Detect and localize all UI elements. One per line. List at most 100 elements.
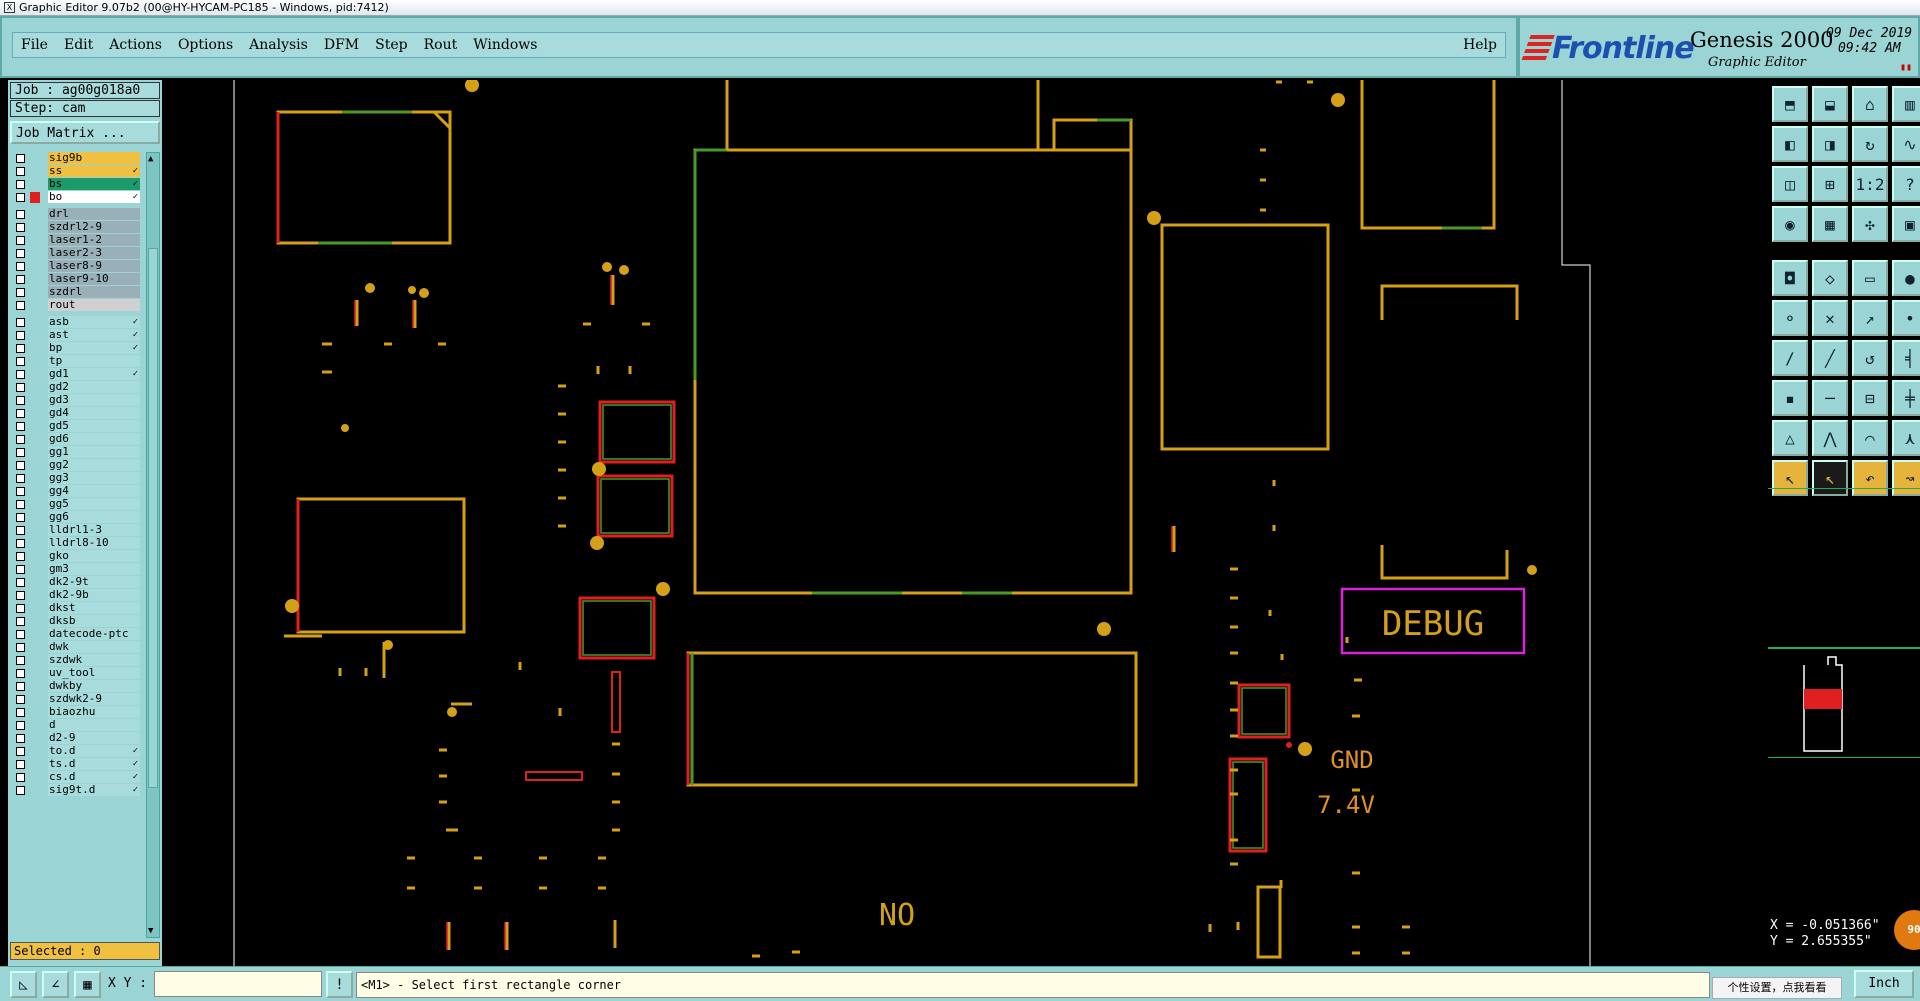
cross-icon[interactable]: ✕ <box>1812 300 1848 336</box>
layer-row[interactable]: bo✓ <box>10 191 144 204</box>
layer-row[interactable]: szdwk2-9 <box>10 693 144 706</box>
layer-row[interactable]: ss✓ <box>10 165 144 178</box>
scale-icon[interactable]: 1:2 <box>1852 166 1888 202</box>
layer-name[interactable]: cs.d✓ <box>48 770 140 783</box>
menu-file[interactable]: File <box>21 37 48 53</box>
layer-row[interactable]: biaozhu <box>10 706 144 719</box>
add-pad-icon[interactable]: ◘ <box>1772 260 1808 296</box>
layer-checkbox[interactable] <box>16 604 25 613</box>
layer-checkbox[interactable] <box>16 236 25 245</box>
xy-input[interactable] <box>154 971 322 997</box>
layer-row[interactable]: laser9-10 <box>10 273 144 286</box>
layer-name[interactable]: drl <box>48 208 140 220</box>
layer-name[interactable]: gg4 <box>48 485 140 497</box>
layer-checkbox[interactable] <box>16 383 25 392</box>
layer-row[interactable]: bs✓ <box>10 178 144 191</box>
line-icon[interactable]: ∕ <box>1772 340 1808 376</box>
layer-checkbox[interactable] <box>16 487 25 496</box>
layer-row[interactable]: gd2 <box>10 381 144 394</box>
layer-checkbox[interactable] <box>16 656 25 665</box>
layer-row[interactable]: d2-9 <box>10 732 144 745</box>
unit-button[interactable]: Inch <box>1854 970 1914 998</box>
layer-row[interactable]: gg4 <box>10 485 144 498</box>
info-icon[interactable]: ! <box>326 971 353 998</box>
layer-row[interactable]: dwk <box>10 641 144 654</box>
zoom-badge[interactable]: 90 <box>1894 910 1920 950</box>
layer-row[interactable]: dk2-9t <box>10 576 144 589</box>
layer-name[interactable]: datecode-ptc <box>48 628 140 640</box>
layer-checkbox[interactable] <box>16 682 25 691</box>
layer-name[interactable]: lldrl8-10 <box>48 537 140 549</box>
connect-icon[interactable]: ↗ <box>1852 300 1888 336</box>
point-icon[interactable]: • <box>1892 300 1920 336</box>
layer-name[interactable]: ast✓ <box>48 328 140 341</box>
layer-checkbox[interactable] <box>16 734 25 743</box>
layer-checkbox[interactable] <box>16 223 25 232</box>
panel-icon[interactable]: ▥ <box>1892 86 1920 122</box>
layer-row[interactable]: laser1-2 <box>10 234 144 247</box>
layer-row[interactable]: gm3 <box>10 563 144 576</box>
layer-row[interactable]: gd3 <box>10 394 144 407</box>
layer-name[interactable]: szdwk2-9 <box>48 693 140 705</box>
curve-icon[interactable]: ∿ <box>1892 126 1920 162</box>
layer-checkbox[interactable] <box>16 760 25 769</box>
layer-checkbox[interactable] <box>16 344 25 353</box>
layer-row[interactable]: dksb <box>10 615 144 628</box>
layer-name[interactable]: dk2-9t <box>48 576 140 588</box>
circle-pad-icon[interactable]: ● <box>1892 260 1920 296</box>
layer-checkbox[interactable] <box>16 210 25 219</box>
layer-row[interactable]: bp✓ <box>10 342 144 355</box>
layer-name[interactable]: gd1✓ <box>48 367 140 380</box>
layer-name[interactable]: bs✓ <box>48 177 140 190</box>
layer-row[interactable]: dk2-9b <box>10 589 144 602</box>
layer-checkbox[interactable] <box>16 262 25 271</box>
layer-name[interactable]: szdwk <box>48 654 140 666</box>
layer-checkbox[interactable] <box>16 409 25 418</box>
layer-checkbox[interactable] <box>16 786 25 795</box>
layer-up-icon[interactable]: ⬒ <box>1772 86 1808 122</box>
snap-icon[interactable]: ✣ <box>1852 206 1888 242</box>
layer-name[interactable]: dkst <box>48 602 140 614</box>
layer-name[interactable]: dksb <box>48 615 140 627</box>
layer-checkbox[interactable] <box>16 474 25 483</box>
layer-name[interactable]: laser2-3 <box>48 247 140 259</box>
layer-name[interactable]: gg1 <box>48 446 140 458</box>
circle-arrow-icon[interactable]: ↶ <box>1852 460 1888 496</box>
eye-icon[interactable]: ◉ <box>1772 206 1808 242</box>
layer-name[interactable]: gg3 <box>48 472 140 484</box>
layer-checkbox[interactable] <box>16 422 25 431</box>
layer-name[interactable]: asb✓ <box>48 315 140 328</box>
layer-name[interactable]: szdrl2-9 <box>48 221 140 233</box>
layer-name[interactable]: bo✓ <box>48 190 140 203</box>
scroll-thumb[interactable] <box>148 248 158 788</box>
node-icon[interactable]: ⚬ <box>1772 300 1808 336</box>
layer-checkbox[interactable] <box>16 461 25 470</box>
peak-icon[interactable]: ⋏ <box>1892 420 1920 456</box>
layer-checkbox[interactable] <box>16 357 25 366</box>
layer-row[interactable]: drl <box>10 208 144 221</box>
layer-name[interactable]: to.d✓ <box>48 744 140 757</box>
angle-icon[interactable]: ∠ <box>42 971 69 998</box>
layer-row[interactable]: lldrl8-10 <box>10 537 144 550</box>
layer-checkbox[interactable] <box>16 552 25 561</box>
layer-row[interactable]: gd6 <box>10 433 144 446</box>
layer-name[interactable]: dk2-9b <box>48 589 140 601</box>
layer-checkbox[interactable] <box>16 180 25 189</box>
layer-name[interactable]: bp✓ <box>48 341 140 354</box>
layer-name[interactable]: d2-9 <box>48 732 140 744</box>
layer-checkbox[interactable] <box>16 578 25 587</box>
layer-name[interactable]: gg2 <box>48 459 140 471</box>
layer-checkbox[interactable] <box>16 721 25 730</box>
layer-checkbox[interactable] <box>16 301 25 310</box>
layer-checkbox[interactable] <box>16 288 25 297</box>
layer-checkbox[interactable] <box>16 591 25 600</box>
layer-row[interactable]: dwkby <box>10 680 144 693</box>
layer-row[interactable]: gd5 <box>10 420 144 433</box>
align-icon[interactable]: ⊟ <box>1852 380 1888 416</box>
layer-row[interactable]: uv_tool <box>10 667 144 680</box>
route-icon[interactable]: ↝ <box>1892 460 1920 496</box>
layer-row[interactable]: gg5 <box>10 498 144 511</box>
layer-row[interactable]: sig9t.d✓ <box>10 784 144 797</box>
diagonal-icon[interactable]: ╱ <box>1812 340 1848 376</box>
scroll-down-icon[interactable]: ▼ <box>148 926 154 936</box>
